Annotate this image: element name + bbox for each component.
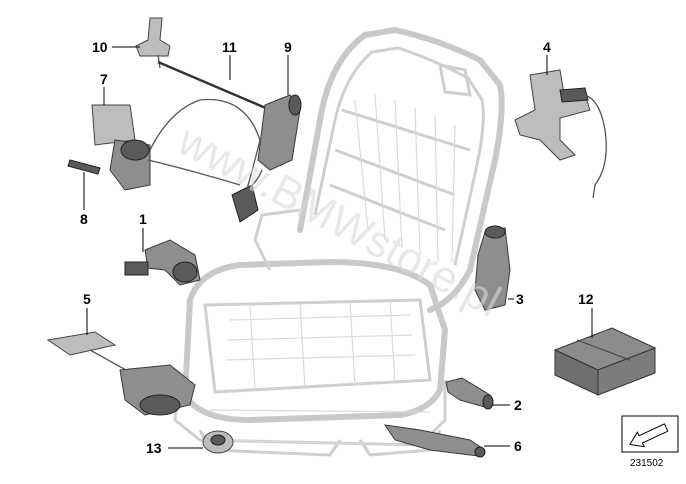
part-6-motor [383, 424, 486, 458]
callout-13: 13 [146, 440, 162, 456]
callout-2: 2 [514, 397, 522, 413]
callout-5: 5 [83, 291, 91, 307]
arrow-icon [629, 423, 669, 448]
callout-12: 12 [578, 291, 594, 307]
callout-8: 8 [80, 211, 88, 227]
callout-11: 11 [222, 39, 237, 55]
callout-9: 9 [284, 39, 292, 55]
part-11-shaft [157, 60, 276, 114]
callout-7: 7 [100, 71, 108, 87]
callout-1: 1 [139, 211, 147, 227]
callout-6: 6 [514, 438, 522, 454]
callouts: 10 11 9 7 8 4 1 3 5 12 2 6 13 [80, 39, 594, 456]
part-12-box [553, 327, 657, 396]
part-3-motor [474, 225, 511, 311]
callout-10: 10 [92, 39, 108, 55]
part-10-handle [135, 17, 171, 69]
part-5-gear-unit [46, 331, 196, 416]
part-13-cap [202, 430, 234, 454]
diagram-number: 231502 [630, 458, 664, 469]
part-7-motor [91, 98, 261, 196]
part-1-motor [124, 239, 201, 286]
callout-4: 4 [543, 39, 551, 55]
part-8-spring [67, 159, 101, 175]
callout-3: 3 [516, 291, 524, 307]
part-2-motor [445, 377, 494, 410]
part-9-motor [231, 94, 302, 223]
reference-box: 231502 [621, 415, 679, 469]
part-4-bracket [514, 69, 607, 199]
